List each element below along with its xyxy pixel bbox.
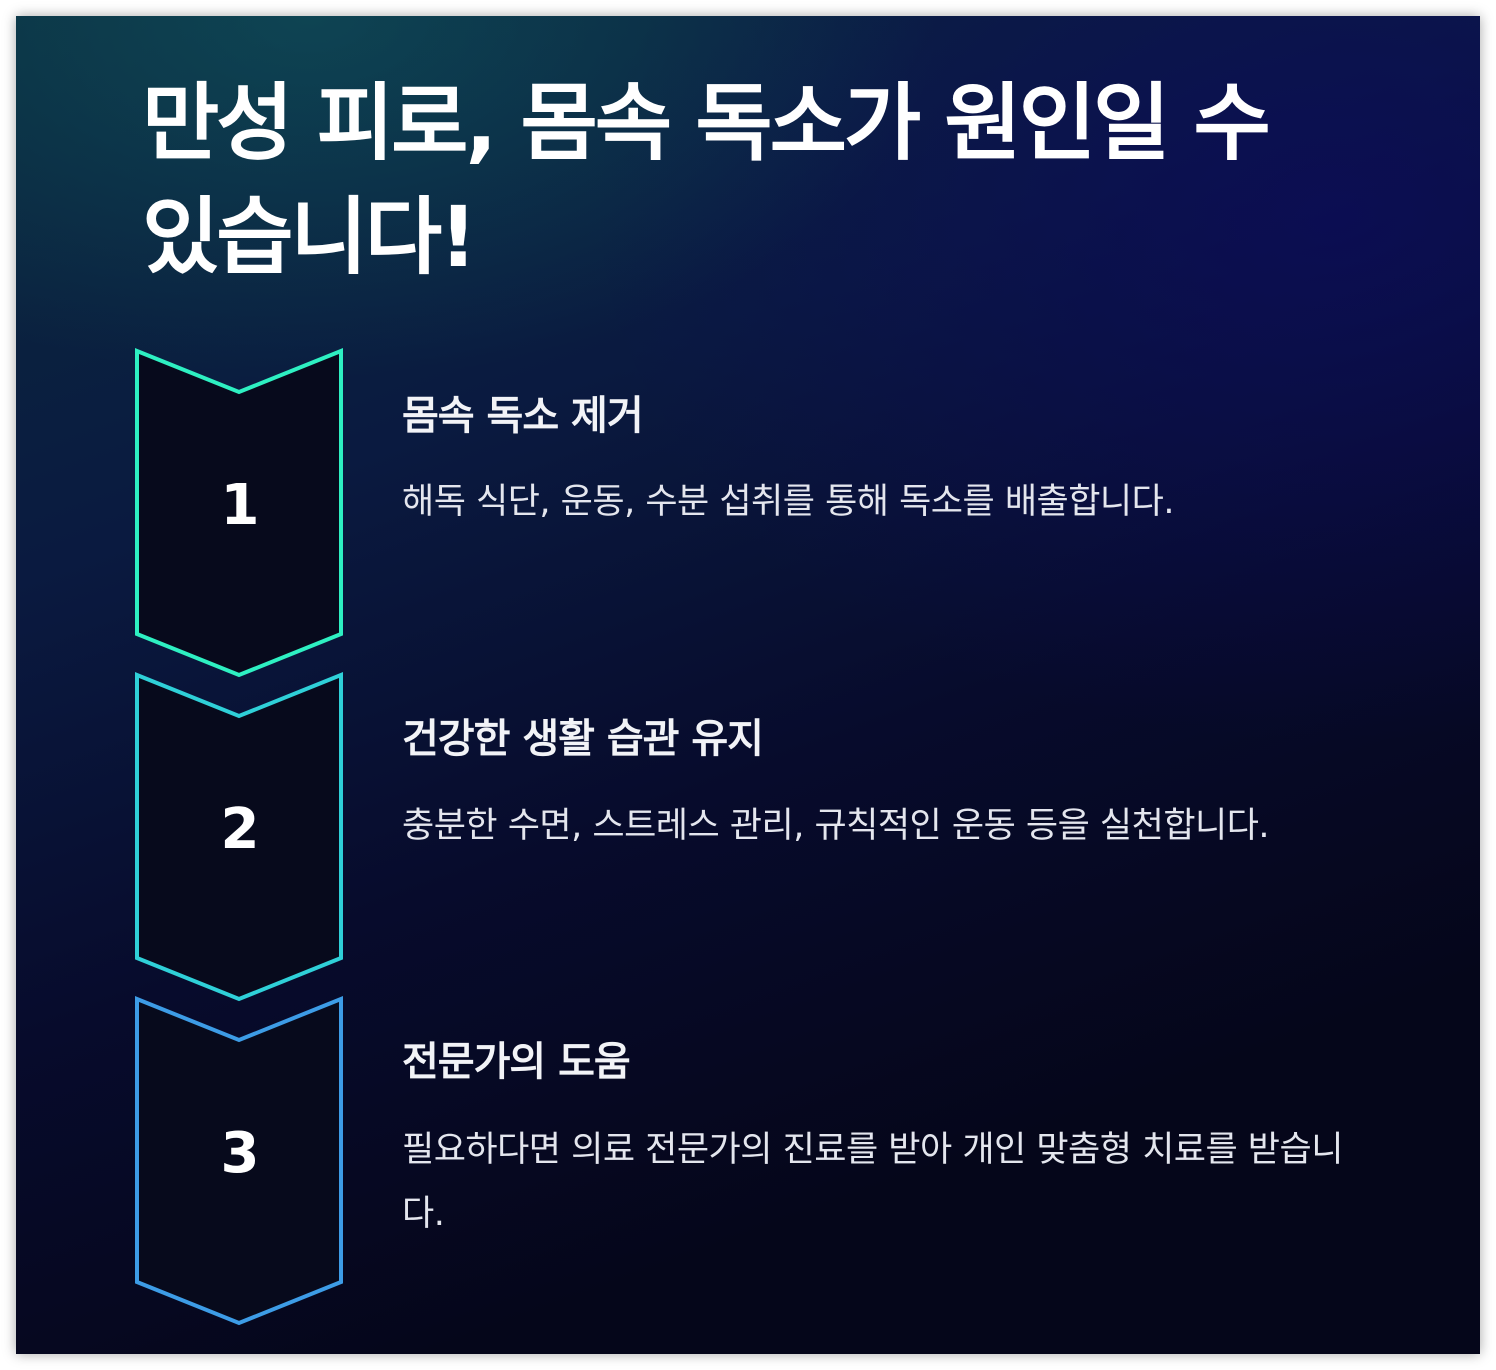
step-1-chevron: 1 (134, 348, 346, 678)
chevron-shape-3 (135, 996, 343, 1326)
step-description-2: 충분한 수면, 스트레스 관리, 규칙적인 운동 등을 실천합니다. (402, 806, 1270, 846)
step-title-1: 몸속 독소 제거 (402, 393, 644, 439)
infographic-card: 만성 피로, 몸속 독소가 원인일 수 있습니다! 1 몸속 독소 제거 해독 … (16, 16, 1480, 1354)
chevron-outline-2 (135, 672, 343, 1002)
page-title: 만성 피로, 몸속 독소가 원인일 수 있습니다! (142, 74, 1271, 286)
chevron-outline-1 (135, 348, 343, 678)
step-3-chevron: 3 (134, 996, 346, 1326)
step-number-1: 1 (220, 473, 260, 538)
chevron-outline-3 (135, 996, 343, 1326)
chevron-shape-2 (135, 672, 343, 1002)
step-title-3: 전문가의 도움 (402, 1039, 631, 1085)
step-2-chevron: 2 (134, 672, 346, 1002)
step-description-3: 필요하다면 의료 전문가의 진료를 받아 개인 맞춤형 치료를 받습니다. (402, 1130, 1343, 1234)
step-number-2: 2 (220, 797, 260, 862)
chevron-shape-1 (135, 348, 343, 678)
step-description-1: 해독 식단, 운동, 수분 섭취를 통해 독소를 배출합니다. (402, 482, 1174, 522)
step-title-2: 건강한 생활 습관 유지 (402, 716, 764, 762)
step-number-3: 3 (220, 1121, 260, 1186)
